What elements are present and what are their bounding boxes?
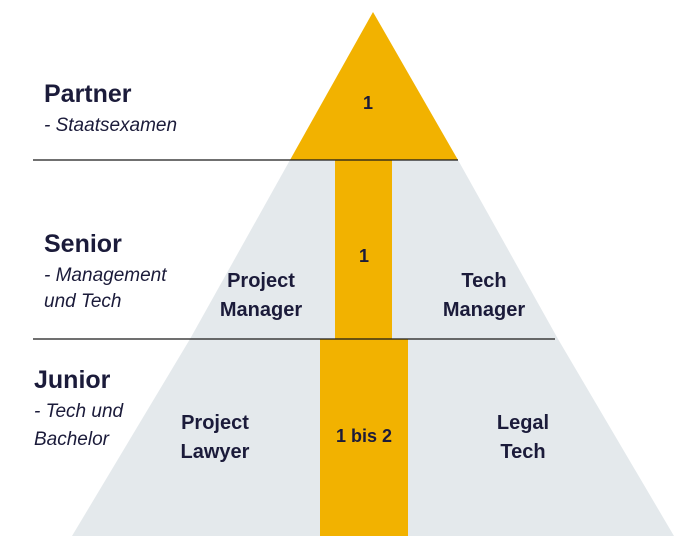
role-project-lawyer: Project Lawyer: [140, 409, 290, 467]
pyramid-tier-partner: [290, 12, 458, 160]
role-project-manager-line1: Project: [227, 270, 295, 292]
role-legal-tech-line2: Tech: [500, 441, 546, 463]
role-project-lawyer-line2: Lawyer: [180, 441, 250, 463]
senior-subtitle-line1: - Management: [44, 265, 167, 286]
role-project-lawyer-line1: Project: [181, 412, 249, 434]
junior-subtitle-line2: Bachelor: [34, 429, 109, 450]
role-legal-tech-line1: Legal: [496, 412, 550, 434]
role-tech-manager-line1: Tech: [461, 270, 507, 292]
senior-count: 1: [358, 246, 369, 266]
role-tech-manager-line2: Manager: [442, 299, 526, 321]
junior-center-column: [320, 339, 408, 536]
senior-title: Senior: [44, 230, 122, 258]
partner-subtitle: - Staatsexamen: [44, 115, 178, 136]
junior-count: 1 bis 2: [335, 426, 393, 446]
partner-count: 1: [362, 93, 373, 113]
role-project-manager-line2: Manager: [219, 299, 303, 321]
junior-subtitle-line1: - Tech und: [34, 401, 124, 422]
senior-subtitle-line2: und Tech: [44, 291, 122, 312]
partner-title: Partner: [44, 80, 132, 108]
senior-center-column: [335, 160, 392, 339]
role-legal-tech: Legal Tech: [448, 409, 598, 467]
junior-title: Junior: [34, 366, 111, 394]
role-project-manager: Project Manager: [186, 267, 336, 325]
role-tech-manager: Tech Manager: [409, 267, 559, 325]
